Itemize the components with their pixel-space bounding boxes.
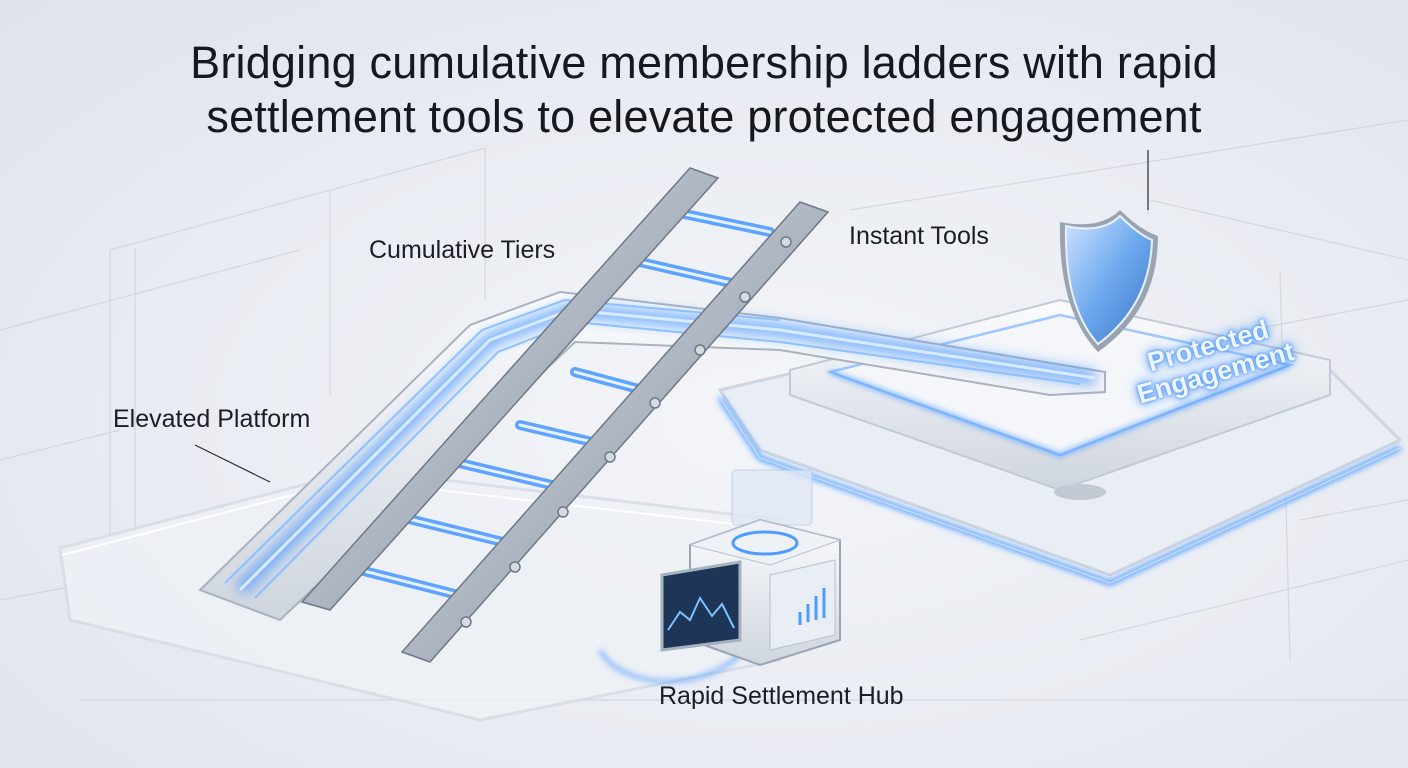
rapid-settlement-hub-device: [598, 469, 842, 684]
label-cumulative-tiers: Cumulative Tiers: [369, 236, 556, 264]
label-elevated-platform: Elevated Platform: [113, 405, 311, 433]
ladder-left-rail: [300, 167, 720, 611]
label-rapid-settlement-hub: Rapid Settlement Hub: [659, 682, 904, 710]
page-title: Bridging cumulative membership ladders w…: [0, 36, 1408, 144]
label-instant-tools: Instant Tools: [849, 222, 989, 250]
ladder-right-rail: [400, 201, 830, 663]
page-title-line-1: Bridging cumulative membership ladders w…: [190, 37, 1218, 88]
shield-icon: [1059, 210, 1158, 352]
page-title-line-2: settlement tools to elevate protected en…: [206, 91, 1202, 142]
ladder: [300, 167, 830, 663]
leader-lines: [194, 150, 1149, 483]
background-grid: [0, 119, 1408, 701]
